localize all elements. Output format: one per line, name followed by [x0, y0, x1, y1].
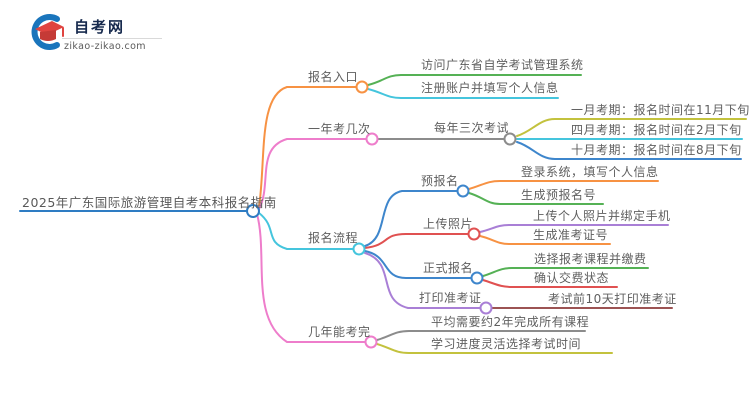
collapse-handle-pre-registration[interactable] — [456, 184, 470, 198]
edge-print-admission-ticket — [364, 252, 481, 309]
edge-visit-system — [367, 74, 582, 86]
node-flexible-schedule[interactable]: 学习进度灵活选择考试时间 — [431, 337, 582, 351]
node-upload-personal-photo[interactable]: 上传个人照片并绑定手机 — [533, 209, 671, 223]
node-average-two-years[interactable]: 平均需要约2年完成所有课程 — [431, 315, 590, 329]
collapse-handle-exams-per-year[interactable] — [365, 132, 379, 146]
collapse-handle-print-admission-ticket[interactable] — [479, 301, 493, 315]
edge-years-to-complete — [256, 213, 366, 343]
node-three-exams[interactable]: 每年三次考试 — [434, 121, 510, 135]
edge-login-system — [468, 180, 659, 190]
logo-divider — [62, 38, 162, 39]
edge-average-two-years — [376, 330, 586, 341]
node-january-session[interactable]: 一月考期：报名时间在11月下旬 — [571, 103, 750, 117]
edge-admission-ticket-number — [479, 235, 611, 245]
logo-title: 自考网 — [74, 18, 126, 36]
node-registration-process[interactable]: 报名流程 — [308, 231, 359, 245]
edge-exams-per-year — [258, 138, 367, 210]
node-formal-registration[interactable]: 正式报名 — [423, 261, 474, 275]
collapse-handle-years-to-complete[interactable] — [364, 335, 378, 349]
node-exams-per-year[interactable]: 一年考几次 — [308, 122, 371, 136]
collapse-handle-formal-registration[interactable] — [470, 271, 484, 285]
node-pre-registration-number[interactable]: 生成预报名号 — [521, 188, 597, 202]
node-pre-registration[interactable]: 预报名 — [421, 174, 459, 188]
edge-january-session — [516, 118, 747, 137]
edge-pre-registration-number — [468, 192, 604, 205]
node-visit-system[interactable]: 访问广东省自学考试管理系统 — [421, 58, 584, 72]
edge-registration-process — [258, 212, 354, 250]
edge-formal-registration — [364, 250, 472, 279]
edge-upload-personal-photo — [479, 224, 669, 233]
collapse-handle-root[interactable] — [246, 204, 260, 218]
edge-october-session — [516, 141, 742, 160]
node-admission-ticket-number[interactable]: 生成准考证号 — [533, 228, 609, 242]
node-years-to-complete[interactable]: 几年能考完 — [308, 325, 371, 339]
node-print-10-days-before[interactable]: 考试前10天打印准考证 — [548, 292, 677, 306]
logo-domain: zikao-zikao.com — [64, 41, 146, 52]
edge-upload-photo — [364, 233, 469, 249]
collapse-handle-registration-process[interactable] — [352, 242, 366, 256]
node-register-account[interactable]: 注册账户并填写个人信息 — [421, 81, 559, 95]
node-registration-entry[interactable]: 报名入口 — [308, 70, 359, 84]
node-april-session[interactable]: 四月考期：报名时间在2月下旬 — [571, 123, 742, 137]
edge-registration-entry — [258, 86, 357, 208]
node-confirm-payment[interactable]: 确认交费状态 — [534, 271, 610, 285]
graduation-cap-icon — [31, 14, 64, 50]
collapse-handle-upload-photo[interactable] — [467, 227, 481, 241]
node-login-system[interactable]: 登录系统，填写个人信息 — [521, 165, 659, 179]
collapse-handle-three-exams[interactable] — [503, 132, 517, 146]
collapse-handle-registration-entry[interactable] — [355, 80, 369, 94]
edge-pre-registration — [364, 190, 458, 247]
edge-register-account — [367, 88, 559, 99]
edge-select-courses-pay — [482, 267, 649, 277]
node-print-admission-ticket[interactable]: 打印准考证 — [419, 291, 482, 305]
node-october-session[interactable]: 十月考期：报名时间在8月下旬 — [571, 143, 742, 157]
root-node[interactable]: 2025年广东国际旅游管理自考本科报名指南 — [22, 195, 277, 210]
node-select-courses-pay[interactable]: 选择报考课程并缴费 — [534, 252, 647, 266]
node-upload-photo[interactable]: 上传照片 — [423, 217, 474, 231]
edge-confirm-payment — [482, 279, 618, 288]
edge-flexible-schedule — [376, 343, 613, 354]
